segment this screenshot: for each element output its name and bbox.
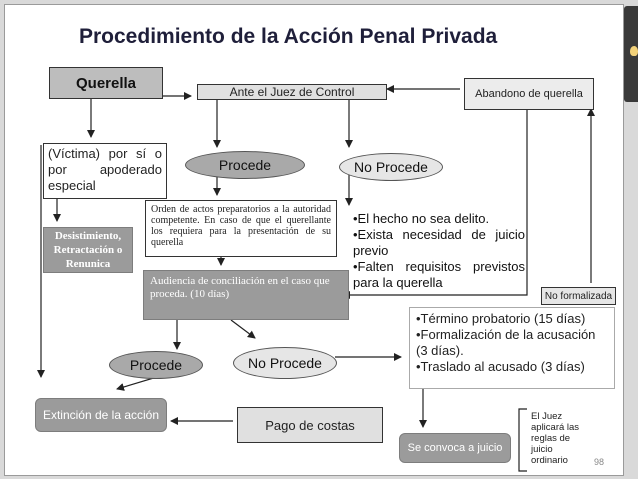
termino-item: •Término probatorio (15 días) [416, 311, 586, 326]
no-formalizada-box: No formalizada [541, 287, 616, 305]
desistimiento-box: Desistimiento, Retractación o Renunica [43, 227, 133, 273]
reason-item: •Exista necesidad de juicio previo [353, 227, 525, 258]
pago-costas-box: Pago de costas [237, 407, 383, 443]
slide: Procedimiento de la Acción Penal Privada… [4, 4, 624, 476]
side-tab [624, 6, 638, 102]
page-title: Procedimiento de la Acción Penal Privada [79, 25, 498, 48]
termino-item: •Formalización de la acusación (3 días). [416, 327, 596, 358]
no-procede-ellipse-1: No Procede [339, 153, 443, 181]
termino-box: •Término probatorio (15 días) •Formaliza… [409, 307, 615, 389]
lightbulb-icon [630, 46, 638, 56]
connector-arrows [37, 85, 595, 472]
arrow-procede-extincion [116, 376, 158, 391]
reason-item: •El hecho no sea delito. [353, 211, 490, 226]
abandono-box: Abandono de querella [464, 78, 594, 110]
no-procede-reasons: •El hecho no sea delito. •Exista necesid… [353, 211, 525, 291]
bracket-juez-note [518, 408, 527, 472]
procede-ellipse-1: Procede [185, 151, 305, 179]
orden-actos-box: Orden de actos preparatorios a la autori… [145, 200, 337, 257]
victima-box: (Víctima) por sí o por apoderado especia… [43, 143, 167, 199]
page-number: 98 [594, 457, 605, 467]
no-procede-ellipse-2: No Procede [233, 347, 337, 379]
audiencia-box: Audiencia de conciliación en el caso que… [143, 270, 349, 320]
arrow-abandono-audiencia [342, 106, 528, 299]
convoca-juicio-box: Se convoca a juicio [399, 433, 511, 463]
juez-note: El Juez aplicará las reglas de juicio or… [531, 411, 580, 466]
termino-item: •Traslado al acusado (3 días) [416, 359, 585, 374]
juez-control-box: Ante el Juez de Control [197, 84, 387, 100]
querella-box: Querella [49, 67, 163, 99]
procede-ellipse-2: Procede [109, 351, 203, 379]
arrow-audiencia-noprocede [230, 319, 256, 339]
extincion-box: Extinción de la acción [35, 398, 167, 432]
reason-item: •Falten requisitos previstos para la que… [353, 259, 525, 290]
